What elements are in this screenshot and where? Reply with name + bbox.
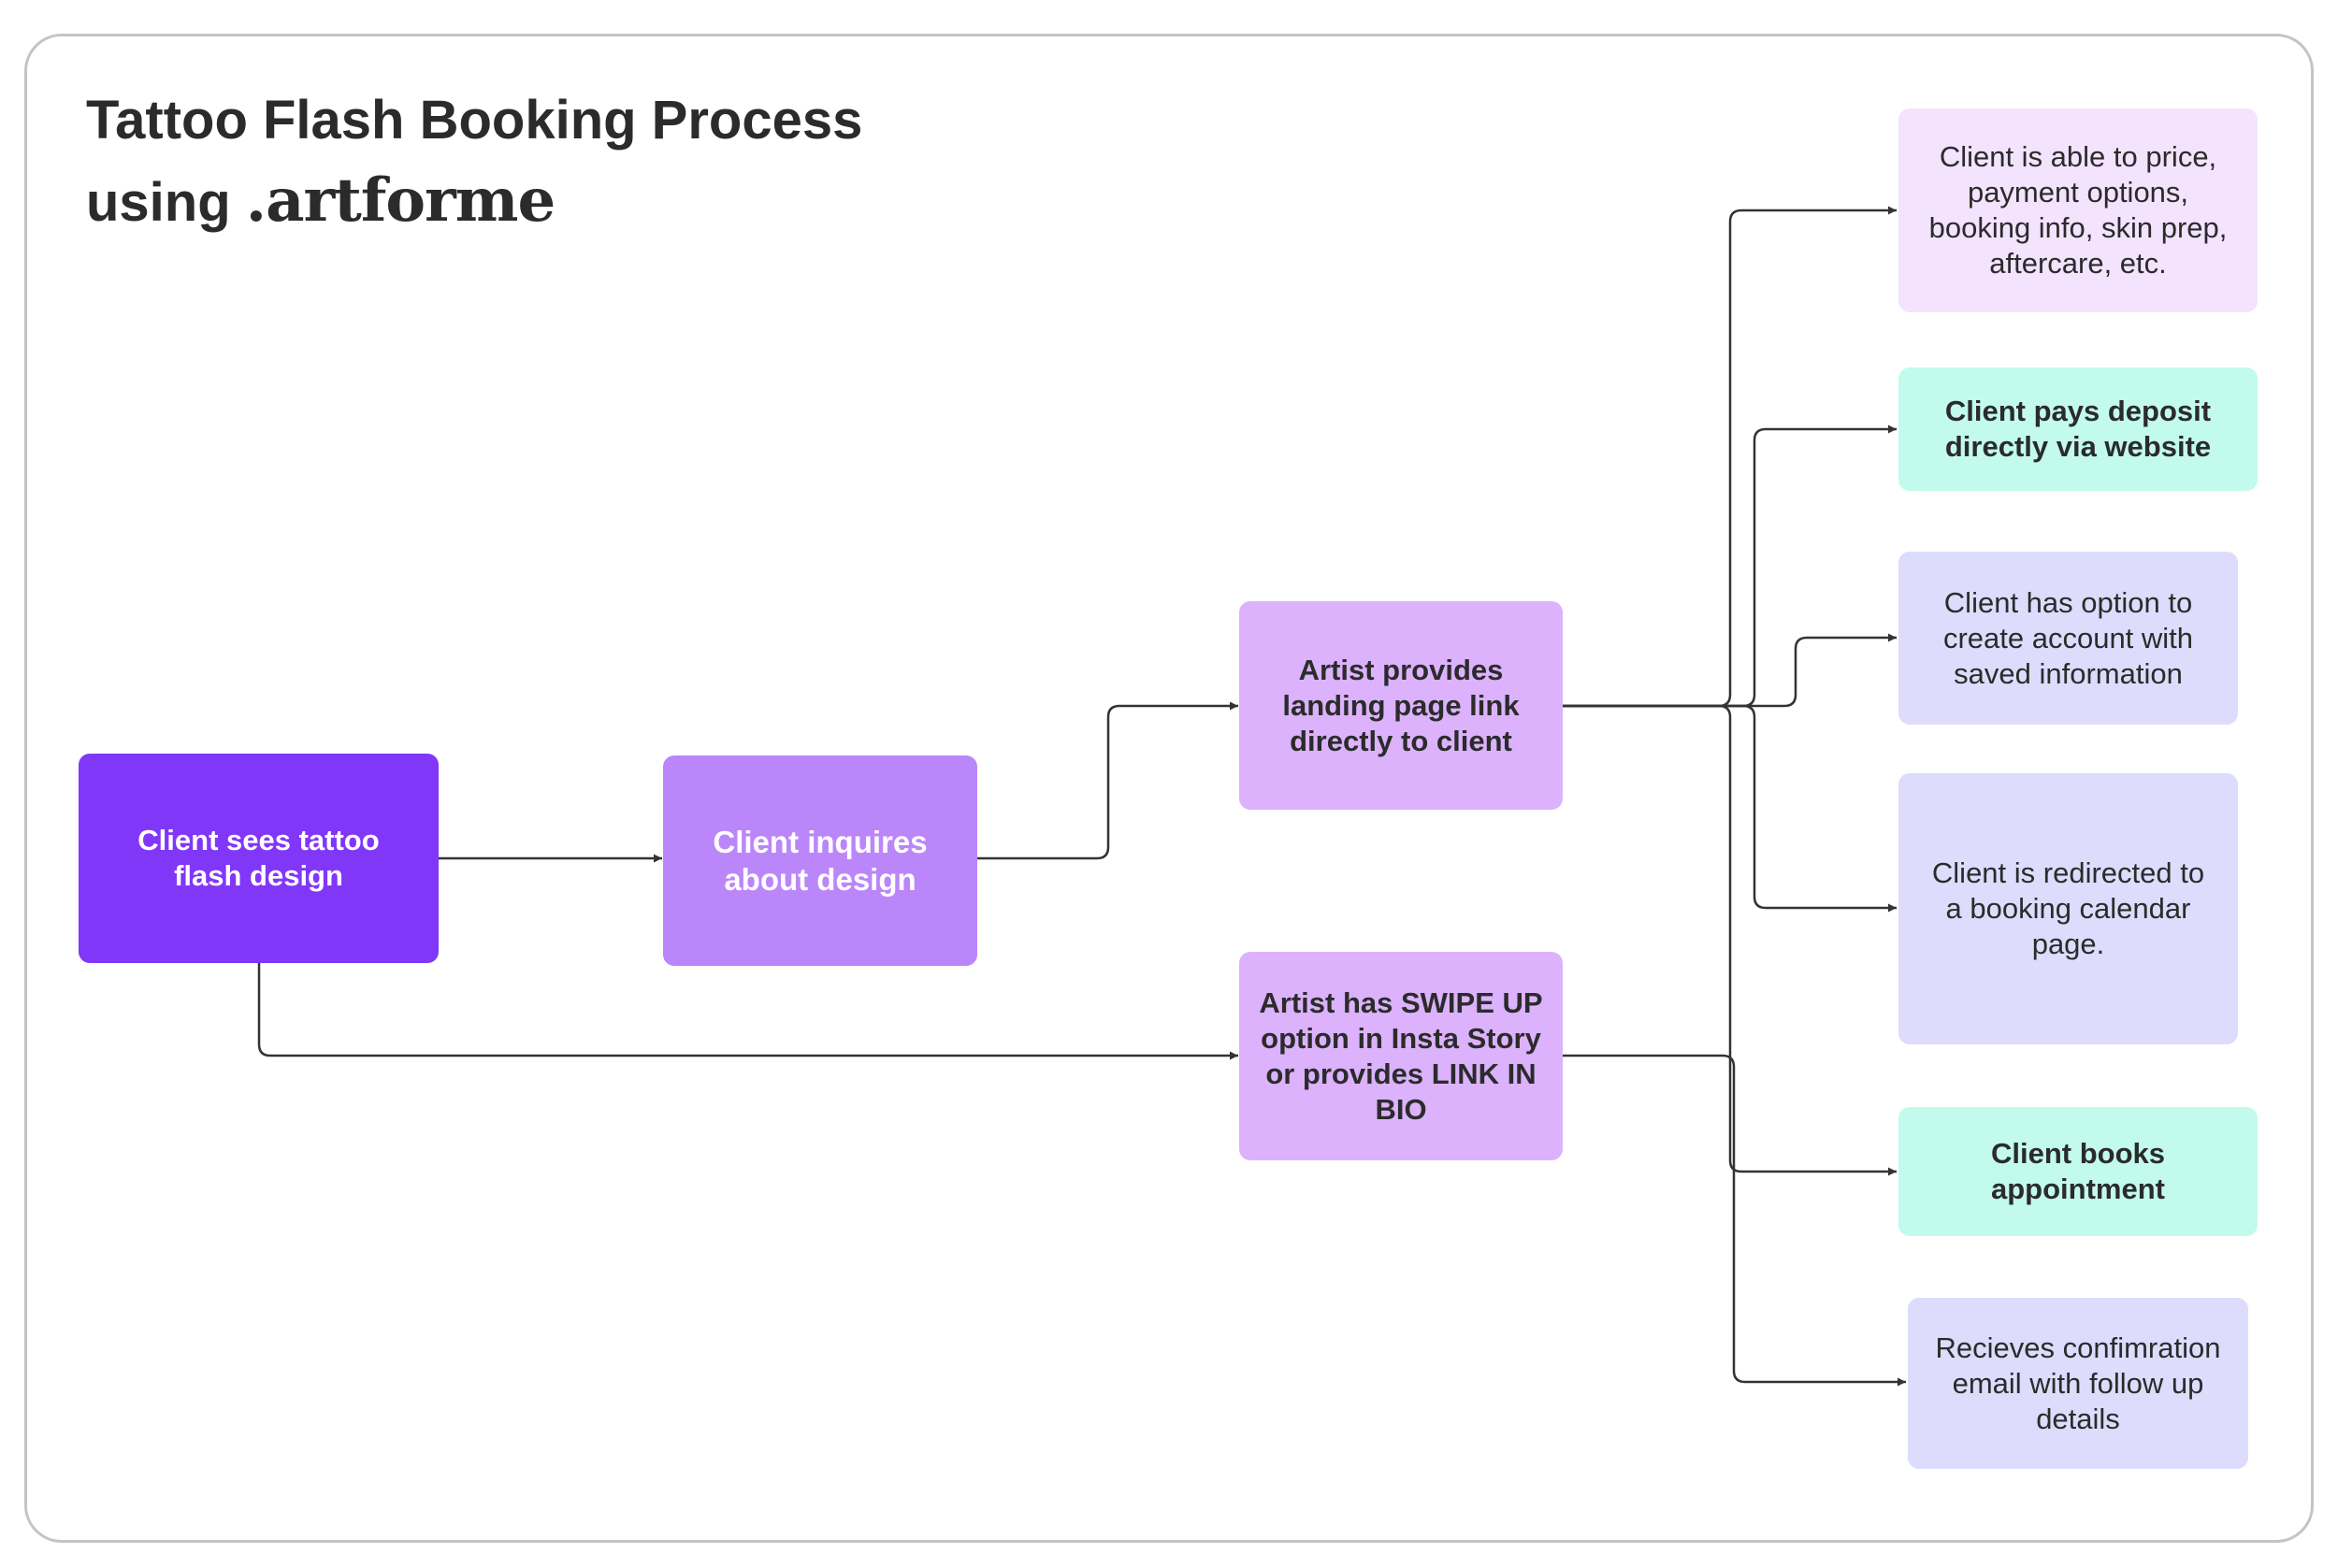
brand-logo-text: .artforme bbox=[245, 165, 556, 236]
node-artist-landing-link: Artist provides landing page link direct… bbox=[1239, 601, 1563, 810]
node-client-create-account-label: Client has option to create account with… bbox=[1942, 585, 2194, 690]
node-client-pays-deposit: Client pays deposit directly via website bbox=[1898, 367, 2258, 491]
node-client-sees-design: Client sees tattoo flash design bbox=[79, 754, 439, 963]
node-client-price-info: Client is able to price, payment options… bbox=[1898, 108, 2258, 312]
node-client-books-appointment: Client books appointment bbox=[1898, 1107, 2258, 1236]
node-client-inquires: Client inquires about design bbox=[663, 755, 977, 966]
node-client-redirected-calendar-label: Client is redirected to a booking calend… bbox=[1931, 856, 2205, 960]
title-line-1: Tattoo Flash Booking Process bbox=[86, 90, 863, 151]
node-confirmation-email-label: Recieves confimration email with follow … bbox=[1935, 1331, 2221, 1435]
node-client-redirected-calendar: Client is redirected to a booking calend… bbox=[1898, 773, 2238, 1044]
node-artist-swipe-up: Artist has SWIPE UP option in Insta Stor… bbox=[1239, 952, 1563, 1160]
node-confirmation-email: Recieves confimration email with follow … bbox=[1908, 1298, 2248, 1469]
node-artist-landing-link-label: Artist provides landing page link direct… bbox=[1282, 653, 1520, 757]
node-client-inquires-label: Client inquires about design bbox=[713, 824, 928, 897]
node-client-price-info-label: Client is able to price, payment options… bbox=[1928, 140, 2228, 280]
title-line-2: using .artforme bbox=[86, 161, 1115, 243]
title-line-2-prefix: using bbox=[86, 172, 246, 233]
node-client-pays-deposit-label: Client pays deposit directly via website bbox=[1944, 395, 2212, 463]
node-client-sees-design-label: Client sees tattoo flash design bbox=[137, 824, 380, 892]
diagram-title: Tattoo Flash Booking Process using .artf… bbox=[86, 80, 1115, 243]
node-artist-swipe-up-label: Artist has SWIPE UP option in Insta Stor… bbox=[1259, 985, 1543, 1126]
node-client-books-appointment-label: Client books appointment bbox=[1990, 1137, 2165, 1205]
node-client-create-account: Client has option to create account with… bbox=[1898, 552, 2238, 725]
